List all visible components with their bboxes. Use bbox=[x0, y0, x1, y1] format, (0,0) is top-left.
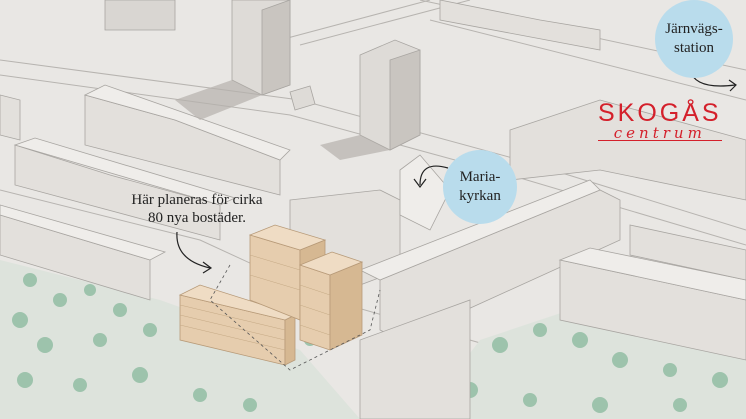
logo-main: SKOGÅS bbox=[598, 99, 722, 127]
planned-buildings bbox=[178, 224, 364, 366]
trees bbox=[12, 273, 728, 417]
annotation-arrows bbox=[176, 69, 737, 274]
station-label-line2: station bbox=[673, 40, 714, 56]
planned-label-line1: Här planeras för cirka bbox=[131, 192, 263, 208]
church-label-line1: Maria- bbox=[459, 169, 501, 185]
skogas-centrum-logo: SKOGÅS centrum bbox=[598, 100, 722, 141]
planned-label-line2: 80 nya bostäder. bbox=[148, 210, 246, 226]
church-bubble: Maria-kyrkan bbox=[443, 150, 517, 224]
station-label-line1: Järnvägs- bbox=[665, 21, 723, 37]
site-boundary bbox=[209, 264, 381, 371]
planned-housing-label: Här planeras för cirka 80 nya bostäder. bbox=[112, 191, 282, 227]
station-bubble: Järnvägs-station bbox=[655, 0, 733, 78]
church-label-line2: kyrkan bbox=[459, 188, 501, 204]
logo-sub: centrum bbox=[598, 126, 722, 141]
